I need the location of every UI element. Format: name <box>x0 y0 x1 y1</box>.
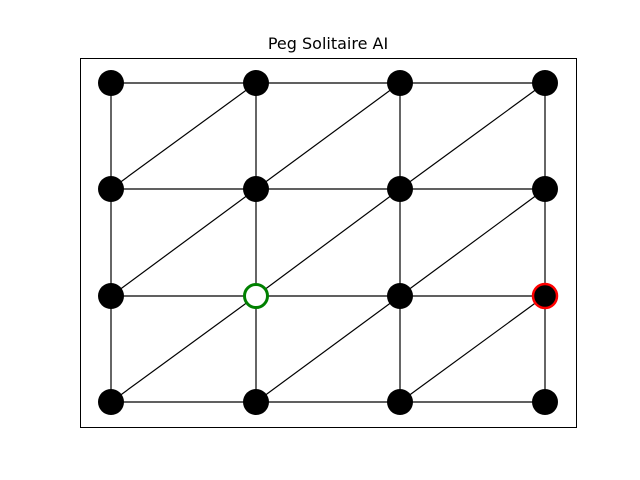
board-connections <box>110 82 546 403</box>
peg[interactable] <box>243 176 269 202</box>
diagonal-connection <box>399 295 546 403</box>
board-frame <box>80 58 577 428</box>
peg[interactable] <box>98 283 124 309</box>
peg[interactable] <box>98 176 124 202</box>
peg[interactable] <box>532 389 558 415</box>
peg[interactable] <box>387 283 413 309</box>
peg[interactable] <box>243 70 269 96</box>
selected-peg[interactable] <box>531 282 559 310</box>
peg[interactable] <box>387 70 413 96</box>
board-holes[interactable] <box>98 70 559 415</box>
diagonal-connection <box>110 188 257 297</box>
diagonal-connection <box>399 82 546 190</box>
peg[interactable] <box>532 70 558 96</box>
diagonal-connection <box>399 188 546 297</box>
diagonal-connection <box>110 82 257 190</box>
diagonal-connection <box>255 188 401 297</box>
board-title: Peg Solitaire AI <box>268 34 388 53</box>
empty-target-hole[interactable] <box>243 283 269 309</box>
peg[interactable] <box>387 389 413 415</box>
diagonal-connection <box>255 82 401 190</box>
peg[interactable] <box>98 70 124 96</box>
peg[interactable] <box>243 389 269 415</box>
diagonal-connection <box>110 295 257 403</box>
peg[interactable] <box>387 176 413 202</box>
peg[interactable] <box>98 389 124 415</box>
peg[interactable] <box>532 176 558 202</box>
diagonal-connection <box>255 295 401 403</box>
